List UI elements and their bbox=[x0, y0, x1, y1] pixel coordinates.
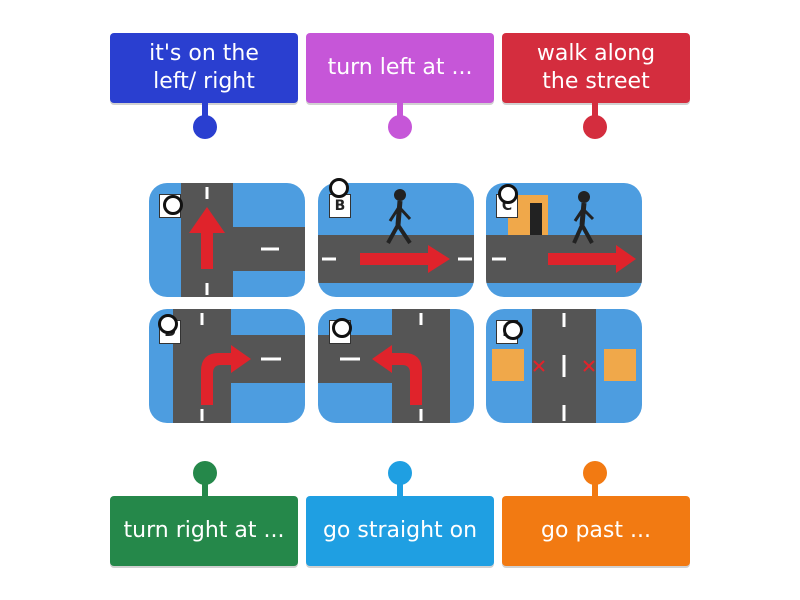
drop-target-marker-f[interactable] bbox=[503, 320, 523, 340]
label-turn-right-at[interactable]: turn right at ... bbox=[110, 496, 298, 566]
label-its-on-the-left-right[interactable]: it's on the left/ right bbox=[110, 33, 298, 103]
drop-target-marker-a[interactable] bbox=[163, 195, 183, 215]
pin-stem-lightblue bbox=[397, 480, 403, 496]
pin-stem-purple bbox=[397, 103, 403, 119]
pin-stem-orange bbox=[592, 480, 598, 496]
tile-c-pedestrian-doorway bbox=[486, 183, 642, 297]
drop-target-marker-e[interactable] bbox=[332, 318, 352, 338]
pin-stem-red bbox=[592, 103, 598, 119]
tile-d-turn-right bbox=[149, 309, 305, 423]
pin-stem-green bbox=[202, 480, 208, 496]
drop-target-dot-red[interactable] bbox=[583, 115, 607, 139]
pin-stem-blue bbox=[202, 103, 208, 119]
drop-target-dot-blue[interactable] bbox=[193, 115, 217, 139]
label-walk-along-the-street[interactable]: walk along the street bbox=[502, 33, 690, 103]
drop-target-marker-d[interactable] bbox=[158, 314, 178, 334]
label-turn-left-at[interactable]: turn left at ... bbox=[306, 33, 494, 103]
drop-target-marker-b[interactable] bbox=[329, 178, 349, 198]
label-go-past[interactable]: go past ... bbox=[502, 496, 690, 566]
tile-tag-b: B bbox=[329, 194, 351, 218]
drop-target-marker-c[interactable] bbox=[498, 184, 518, 204]
label-go-straight-on[interactable]: go straight on bbox=[306, 496, 494, 566]
drop-target-dot-purple[interactable] bbox=[388, 115, 412, 139]
